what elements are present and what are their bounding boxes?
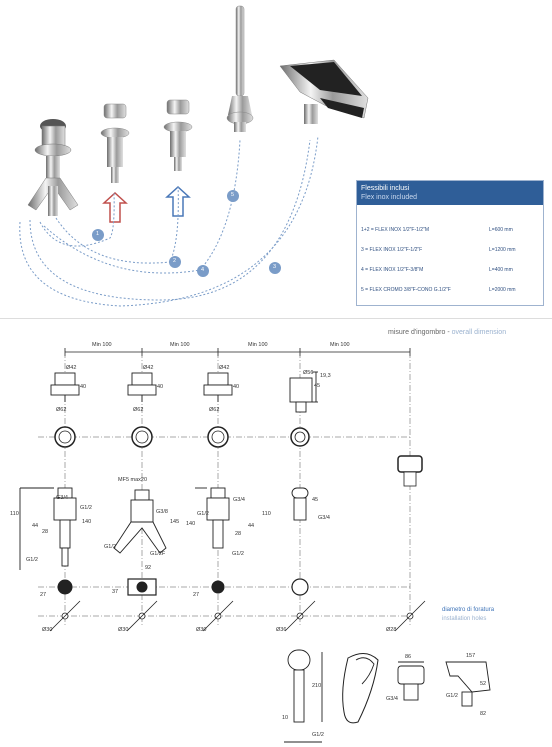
dim-g12-4: G1/2 [197,511,209,517]
valve-hot [100,103,130,183]
dim-g12f: G1/2F [150,551,166,557]
dim-g34-3: G3/4 [318,515,330,521]
dim-d42-2: Ø42 [143,365,154,371]
dim-140-2: 140 [186,521,196,527]
dim-g12-5: G1/2 [232,551,244,557]
hose-paths [19,135,319,307]
dim-mf5: MF5 max20 [118,477,148,483]
dim-140-1: 140 [82,519,92,525]
dim-d42-3: Ø42 [219,365,230,371]
dim-d42-1: Ø42 [66,365,77,371]
dim-d36: Ø36 [276,627,287,633]
dim-40-3: 40 [233,384,240,390]
dim-d30-2: Ø30 [118,627,129,633]
dim-44-2: 44 [248,523,255,529]
dim-10: 10 [282,715,289,721]
dim-110-2: 110 [262,511,271,517]
dim-g12-1: G1/2 [80,505,92,511]
marker-4: 4 [201,267,205,273]
cold-inlet-arrow [165,185,191,217]
dim-40-1: 40 [80,384,87,390]
dim-d56: Ø56 [303,370,314,376]
dim-27-1: 27 [40,592,47,598]
legend-row: 5 = FLEX CROMO 3/8"F-CONO G.1/2"F L=2000 … [361,287,516,293]
dim-82: 82 [480,711,487,717]
legend-row-length: L=2000 mm [489,287,516,293]
dim-min100-1: Min 100 [92,342,112,348]
legend-row-length: L=1200 mm [489,247,516,253]
dim-40-2: 40 [157,384,164,390]
dim-193: 19,3 [320,373,331,379]
dim-45: 45 [314,383,321,389]
dim-g34-1: G3/4 [56,495,68,501]
dim-g38: G3/8 [156,509,168,515]
diverter-valve [27,119,79,216]
dim-157: 157 [466,653,476,659]
dim-d62-3: Ø62 [209,407,220,413]
dim-g12-7: G1/2 [446,693,458,699]
legend-row-text: 3 = FLEX INOX 1/2"F-1/2"F [361,247,423,253]
legend-row-length: L=600 mm [489,227,513,233]
bath-spout [279,59,369,124]
holes-en: installation holes [442,616,487,622]
dim-52: 52 [480,681,487,687]
legend-title-it: Flessibili inclusi [361,185,410,192]
section-divider [0,318,552,319]
holes-it: diametro di foratura [442,607,495,613]
legend-row-length: L=400 mm [489,267,513,273]
dim-28-2: 28 [235,531,242,537]
legend-title-en: Flex inox included [361,194,418,201]
dim-g34-2: G3/4 [233,497,245,503]
legend-row: 1+2 = FLEX INOX 1/2"F-1/2"M L=600 mm [361,227,513,233]
product-illustration [19,5,369,307]
dim-g12-3: G1/2 [104,544,116,550]
dim-28-1: 28 [42,529,49,535]
dim-d28: Ø28 [386,627,397,633]
marker-2: 2 [173,258,177,264]
legend-row-text: 4 = FLEX INOX 1/2"F-3/8"M [361,267,424,273]
dim-210: 210 [312,683,322,689]
caption-it: misure d'ingombro [388,329,446,336]
valve-cold [163,99,193,171]
dim-min100-4: Min 100 [330,342,350,348]
marker-1: 1 [96,231,100,237]
legend-header: Flessibili inclusi Flex inox included [357,181,543,205]
caption-en: overall dimension [451,329,507,336]
dim-145: 145 [170,519,180,525]
installation-holes-label: diametro di foratura installation holes [442,606,494,624]
dim-g12-2: G1/2 [26,557,38,563]
dim-g12-6: G1/2 [312,732,324,738]
hand-shower [226,5,254,132]
caption-separator: - [445,329,452,336]
legend-row: 3 = FLEX INOX 1/2"F-1/2"F L=1200 mm [361,247,516,253]
dim-min100-2: Min 100 [170,342,190,348]
dim-g34-4: G3/4 [386,696,398,702]
dim-27-2: 27 [193,592,200,598]
marker-3: 3 [273,264,277,270]
dim-37: 37 [112,589,119,595]
hose-number-markers [92,190,281,277]
hot-inlet-arrow [102,191,128,223]
dim-92: 92 [145,565,152,571]
dim-d30-3: Ø30 [196,627,207,633]
dim-min100-3: Min 100 [248,342,268,348]
legend-row-text: 5 = FLEX CROMO 3/8"F-CONO G.1/2"F [361,287,451,293]
dim-d62-2: Ø62 [133,407,144,413]
marker-5: 5 [231,192,235,198]
legend-row: 4 = FLEX INOX 1/2"F-3/8"M L=400 mm [361,267,513,273]
overall-dimension-caption: misure d'ingombro - overall dimension [388,329,506,336]
dim-d62-1: Ø62 [56,407,67,413]
dim-86: 86 [405,654,412,660]
dim-110-1: 110 [10,511,19,517]
dim-d30-1: Ø30 [42,627,53,633]
flex-hose-legend: Flessibili inclusi Flex inox included 1+… [356,180,544,306]
dim-44-1: 44 [32,523,39,529]
dim-45-2: 45 [312,497,319,503]
legend-row-text: 1+2 = FLEX INOX 1/2"F-1/2"M [361,227,430,233]
